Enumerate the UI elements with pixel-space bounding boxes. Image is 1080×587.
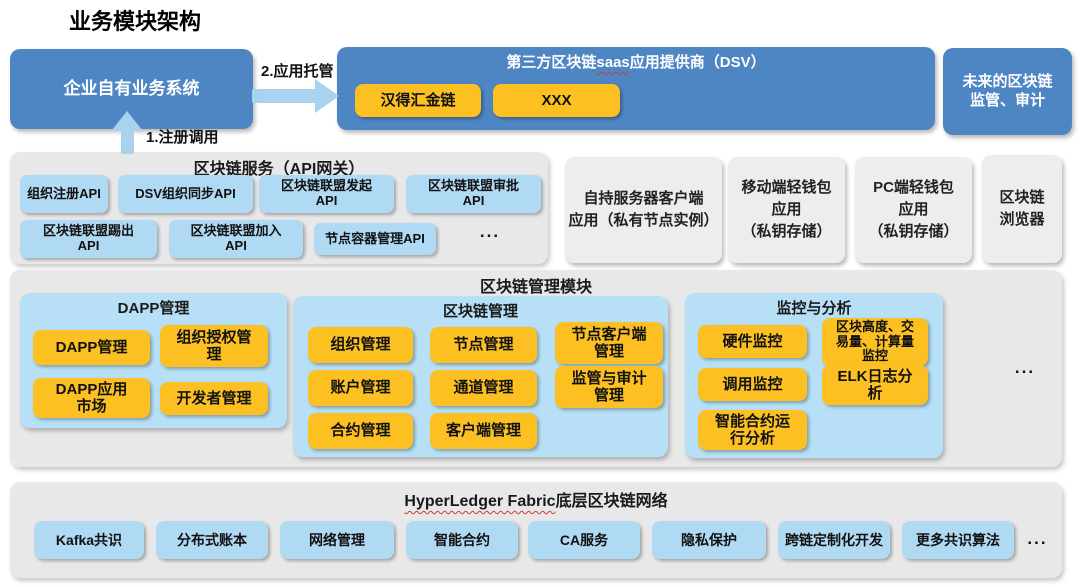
saas-title-post: 应用提供商（DSV） (629, 54, 766, 71)
monitor-chip: 硬件监控 (698, 325, 807, 358)
saas-provider-title: 第三方区块链saas应用提供商（DSV） (337, 54, 935, 73)
chain-chip: 通道管理 (430, 370, 537, 406)
saas-provider-box: 第三方区块链saas应用提供商（DSV） 汉得汇金链 XXX (337, 47, 935, 130)
chain-chip: 账户管理 (308, 370, 413, 406)
fabric-title-en: HyperLedger Fabric (404, 493, 556, 510)
network-chip: 智能合约 (406, 521, 518, 559)
network-chip: 隐私保护 (652, 521, 766, 559)
api-chip: 组织注册API (20, 175, 108, 213)
api-chip: 区块链联盟审批 API (406, 175, 541, 213)
management-module-title: 区块链管理模块 (479, 279, 592, 296)
client-box-mobile-wallet: 移动端轻钱包 应用 （私钥存储） (728, 157, 845, 263)
chain-panel-title: 区块链管理 (442, 303, 518, 320)
client-box-explorer: 区块链 浏览器 (982, 155, 1062, 263)
hosting-arrow-shaft (252, 89, 316, 103)
network-chip: 跨链定制化开发 (778, 521, 890, 559)
register-arrow-label: 1.注册调用 (146, 129, 219, 146)
dapp-panel-title: DAPP管理 (117, 300, 190, 317)
fabric-network-panel: HyperLedger Fabric底层区块链网络 Kafka共识 分布式账本 … (10, 482, 1062, 578)
management-module-panel: 区块链管理模块 DAPP管理 DAPP管理 组织授权管 理 DAPP应用 市场 … (10, 270, 1062, 467)
fabric-network-title: HyperLedger Fabric底层区块链网络 (10, 487, 1062, 511)
api-chip: 区块链联盟加入 API (169, 220, 303, 258)
fabric-title-zh: 底层区块链网络 (555, 493, 668, 510)
monitor-chip: 区块高度、交 易量、计算量 监控 (822, 318, 928, 366)
saas-title-typo: saas (596, 54, 630, 71)
chain-chip: 合约管理 (308, 413, 413, 449)
monitor-chip: 智能合约运 行分析 (698, 410, 807, 450)
network-chip: 更多共识算法 (902, 521, 1014, 559)
monitor-chip: 调用监控 (698, 368, 807, 401)
client-box-self-hosted: 自持服务器客户端 应用（私有节点实例） (565, 157, 722, 263)
api-gateway-panel: 区块链服务（API网关） 组织注册API DSV组织同步API 区块链联盟发起 … (10, 152, 548, 264)
register-arrow-head-icon (112, 111, 142, 130)
monitor-panel-title: 监控与分析 (776, 300, 852, 317)
chain-chip: 节点管理 (430, 327, 537, 363)
register-arrow-shaft (121, 129, 134, 154)
chain-chip: 组织管理 (308, 327, 413, 363)
client-box-pc-wallet: PC端轻钱包 应用 （私钥存储） (855, 157, 972, 263)
page-title: 业务模块架构 (69, 9, 202, 34)
api-chip: 节点容器管理API (314, 223, 436, 255)
api-chip: DSV组织同步API (118, 175, 253, 213)
future-regulation-box: 未来的区块链 监管、审计 (943, 48, 1072, 135)
chain-management-panel: 区块链管理 组织管理 节点管理 节点客户端 管理 账户管理 通道管理 监管与审计… (293, 296, 668, 457)
hosting-arrow-label: 2.应用托管 (261, 63, 334, 80)
network-chip: CA服务 (528, 521, 640, 559)
network-chip: 网络管理 (280, 521, 394, 559)
management-more-ellipsis: ... (1014, 358, 1036, 377)
network-more-ellipsis: ... (1027, 529, 1048, 548)
dapp-management-panel: DAPP管理 DAPP管理 组织授权管 理 DAPP应用 市场 开发者管理 (20, 293, 287, 428)
hosting-arrow-head-icon (315, 79, 339, 113)
dapp-chip: DAPP管理 (33, 330, 150, 365)
network-chip: Kafka共识 (34, 521, 144, 559)
dapp-chip: DAPP应用 市场 (33, 378, 150, 418)
chain-chip: 监管与审计 管理 (555, 366, 663, 408)
chain-chip: 节点客户端 管理 (555, 322, 663, 364)
dapp-chip: 开发者管理 (160, 382, 268, 415)
saas-title-pre: 第三方区块链 (506, 54, 597, 71)
api-more-ellipsis: ... (479, 222, 501, 241)
monitor-analysis-panel: 监控与分析 硬件监控 区块高度、交 易量、计算量 监控 调用监控 ELK日志分 … (685, 293, 943, 458)
api-chip: 区块链联盟发起 API (259, 175, 394, 213)
monitor-chip: ELK日志分 析 (822, 365, 928, 405)
api-chip: 区块链联盟踢出 API (20, 220, 157, 258)
api-gateway-title: 区块链服务（API网关） (193, 161, 365, 178)
chain-chip: 客户端管理 (430, 413, 537, 449)
dapp-chip: 组织授权管 理 (160, 325, 268, 367)
network-chip: 分布式账本 (156, 521, 268, 559)
saas-chip-xxx: XXX (493, 84, 620, 117)
saas-chip-hande: 汉得汇金链 (355, 84, 481, 117)
